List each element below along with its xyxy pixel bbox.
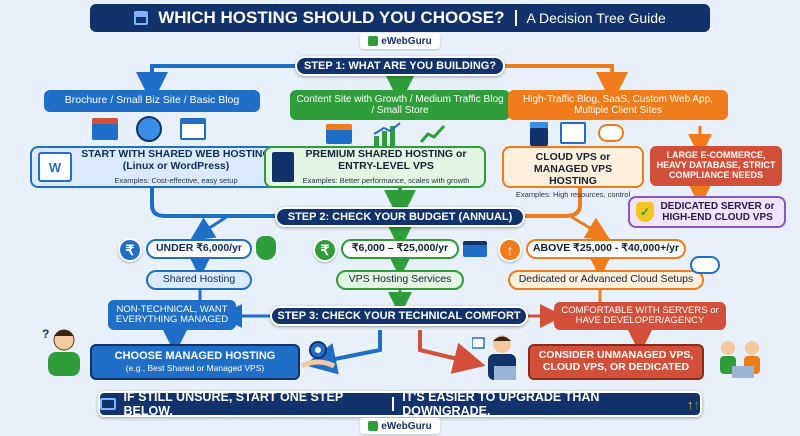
- step2-label: STEP 2: CHECK YOUR BUDGET (ANNUAL): [275, 207, 525, 227]
- brand-logo-top: eWebGuru: [360, 33, 440, 49]
- managed-sub: (e.g., Best Shared or Managed VPS): [125, 363, 265, 374]
- header-bar: WHICH HOSTING SHOULD YOU CHOOSE? A Decis…: [90, 4, 710, 32]
- step1-label: STEP 1: WHAT ARE YOU BUILDING?: [295, 56, 505, 76]
- monitor-icon: [100, 398, 116, 410]
- cloud-upload-icon: [690, 256, 720, 274]
- rupee-icon-low: ₹: [118, 238, 142, 262]
- comfort-technical: COMFORTABLE WITH SERVERS or HAVE DEVELOP…: [554, 302, 726, 330]
- rec-premium-shared: PREMIUM SHARED HOSTING or ENTRY-LEVEL VP…: [264, 146, 486, 188]
- team-icon: [712, 336, 772, 380]
- page-subtitle: A Decision Tree Guide: [526, 10, 666, 26]
- globe-icon: [136, 116, 162, 142]
- budget-low: UNDER ₹6,000/yr: [146, 239, 252, 259]
- upgrade-arrow-icon: ↑: [498, 238, 522, 262]
- rec-shared-hosting: W START WITH SHARED WEB HOSTING (Linux o…: [30, 146, 288, 188]
- managed-title: CHOOSE MANAGED HOSTING: [114, 350, 276, 363]
- server-stack-icon: [530, 122, 548, 146]
- option-high-traffic: High-Traffic Blog, SaaS, Custom Web App,…: [508, 90, 728, 120]
- store-icon: [92, 118, 118, 140]
- rupee-icon-mid: ₹: [313, 238, 337, 262]
- rec-cloud-title: CLOUD VPS or MANAGED VPS HOSTING: [533, 151, 613, 187]
- enterprise-need: LARGE E-COMMERCE, HEAVY DATABASE, STRICT…: [650, 146, 782, 186]
- step3-label: STEP 3: CHECK YOUR TECHNICAL COMFORT: [270, 306, 528, 326]
- footer-divider: [392, 397, 395, 411]
- dashboard-icon: [560, 122, 586, 144]
- credit-card-icon: [463, 241, 487, 257]
- rec-shared-title: START WITH SHARED WEB HOSTING (Linux or …: [81, 148, 271, 172]
- rec-premium-title: PREMIUM SHARED HOSTING or ENTRY-LEVEL VP…: [305, 148, 467, 172]
- up-arrows-icon: ↑↑: [687, 396, 700, 412]
- logo-mark-icon: [368, 36, 379, 46]
- rec-shared-examples: Examples: Cost-effective, easy setup: [114, 175, 238, 185]
- budget-mid: ₹6,000 – ₹25,000/yr: [341, 239, 459, 259]
- rec-cloud-vps: CLOUD VPS or MANAGED VPS HOSTING Example…: [502, 146, 644, 199]
- confused-person-icon: ?: [38, 324, 88, 376]
- title-divider: [514, 10, 517, 26]
- budget-high: ABOVE ₹25,000 - ₹40,000+/yr: [526, 239, 686, 259]
- budget-high-result: Dedicated or Advanced Cloud Setups: [508, 270, 704, 290]
- developer-person-icon: [471, 332, 530, 382]
- result-unmanaged: CONSIDER UNMANAGED VPS, CLOUD VPS, OR DE…: [528, 344, 704, 380]
- cloud-gear-icon: [598, 124, 624, 142]
- shop-icon: [326, 124, 352, 144]
- rec-cloud-examples: Examples: High resources, control: [515, 190, 631, 200]
- comfort-non-technical: NON-TECHNICAL, WANT EVERYTHING MANAGED: [108, 300, 236, 330]
- svg-text:?: ?: [42, 327, 49, 341]
- page-title: WHICH HOSTING SHOULD YOU CHOOSE?: [158, 8, 505, 27]
- option-content-site: Content Site with Growth / Medium Traffi…: [290, 90, 510, 120]
- result-managed-hosting: CHOOSE MANAGED HOSTING (e.g., Best Share…: [90, 344, 300, 380]
- trend-up-icon: [419, 124, 446, 144]
- rec-premium-examples: Examples: Better performance, scales wit…: [302, 175, 470, 185]
- growth-chart-icon: [372, 122, 402, 146]
- server-rack-icon: [272, 152, 294, 182]
- server-icon: [134, 11, 149, 25]
- footer-tip: IT'S EASIER TO UPGRADE THAN DOWNGRADE.: [402, 390, 600, 418]
- enterprise-result: ✓ DEDICATED SERVER or HIGH-END CLOUD VPS: [628, 196, 786, 228]
- footer-advice: IF STILL UNSURE, START ONE STEP BELOW.: [123, 390, 343, 418]
- footer-bar: IF STILL UNSURE, START ONE STEP BELOW. I…: [98, 390, 702, 418]
- hand-gear-icon: [300, 340, 336, 370]
- shield-check-icon: ✓: [636, 202, 654, 222]
- budget-low-result: Shared Hosting: [146, 270, 252, 290]
- browser-gear-icon: [180, 118, 206, 140]
- money-bag-icon: [256, 236, 276, 260]
- logo-mark-icon: [368, 421, 379, 431]
- option-brochure: Brochure / Small Biz Site / Basic Blog: [44, 90, 260, 112]
- budget-mid-result: VPS Hosting Services: [336, 270, 464, 290]
- brand-logo-bottom: eWebGuru: [360, 418, 440, 434]
- wordpress-icon: W: [38, 152, 72, 182]
